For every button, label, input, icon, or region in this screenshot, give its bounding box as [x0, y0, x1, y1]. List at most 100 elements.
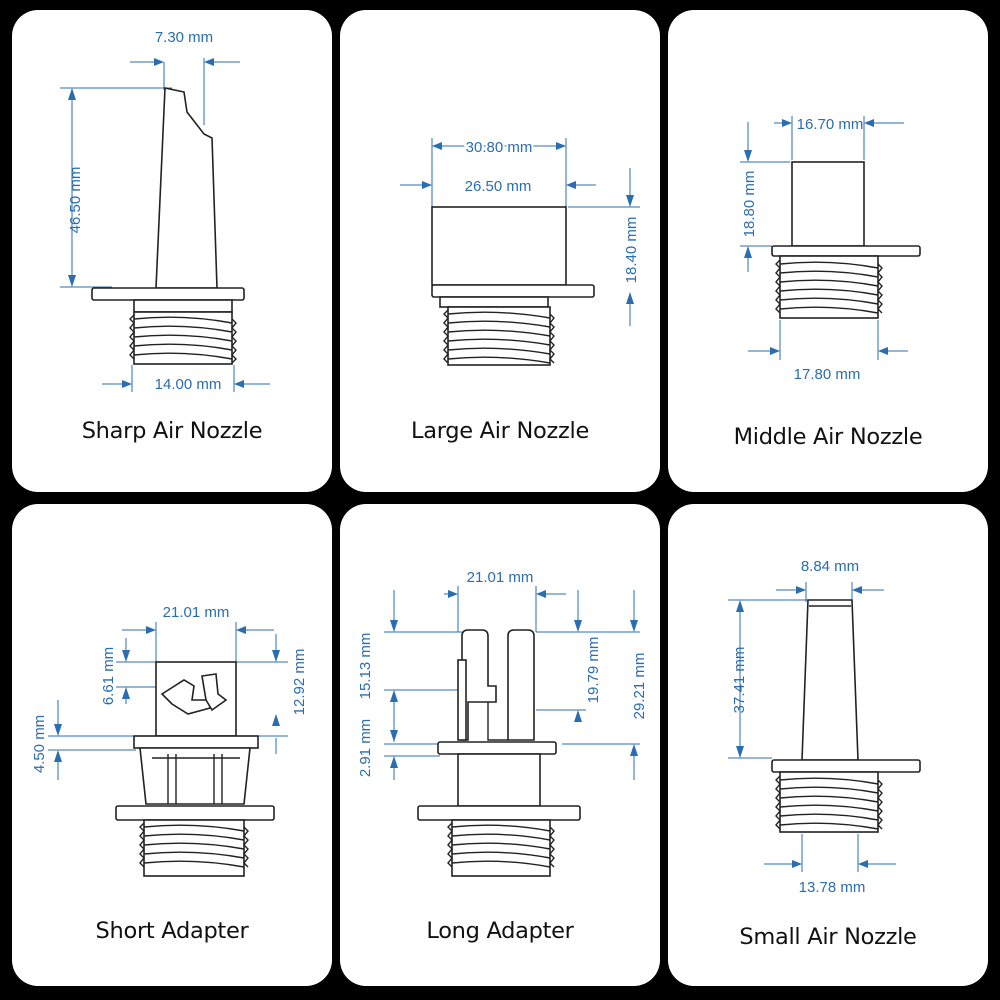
- dim-arrow: [272, 714, 280, 726]
- dim-arrow: [736, 746, 744, 758]
- dim-arrow: [448, 590, 458, 598]
- dim-arrow: [154, 58, 164, 66]
- dim-width-label: 21.01 mm: [163, 604, 230, 621]
- nozzle-flange: [771, 245, 921, 257]
- thread-body: [443, 306, 555, 366]
- adapter-prongs: [457, 629, 535, 741]
- dim-arrow: [122, 687, 130, 699]
- dim-arrow: [390, 756, 398, 768]
- small-nozzle-tip: [801, 599, 859, 761]
- dim-arrow: [54, 750, 62, 762]
- dim-outer-label: 30.80 mm: [466, 139, 533, 156]
- card-small-air-nozzle: 8.84 mm 37.41 mm 13.78 mm: [668, 504, 988, 986]
- large-nozzle-cup: [431, 206, 567, 286]
- card-title: Sharp Air Nozzle: [81, 418, 263, 444]
- dim-arrow: [68, 88, 76, 100]
- dim-arrow: [782, 119, 792, 127]
- card-sharp-air-nozzle: 7.30 mm 46.50 mm 14.00 mm: [12, 10, 332, 492]
- nozzle-flange: [91, 287, 245, 301]
- sharp-nozzle-tip: [155, 87, 218, 289]
- dim-arrow: [390, 730, 398, 742]
- card-title: Large Air Nozzle: [410, 418, 589, 444]
- dim-width-label: 21.01 mm: [467, 569, 534, 586]
- dim-top-label: 16.70 mm: [797, 116, 864, 133]
- sharp-nozzle-drawing: 7.30 mm 46.50 mm 14.00 mm: [60, 29, 270, 393]
- adapter-ring: [133, 735, 259, 749]
- dim-arrow: [566, 181, 576, 189]
- short-adapter-drawing: 21.01 mm 6.61 mm 12.92 mm 4.50 mm: [31, 604, 308, 877]
- thread-body: [775, 771, 883, 833]
- dim-arrow: [630, 744, 638, 756]
- thread-body: [775, 255, 883, 319]
- middle-nozzle-body: [791, 161, 865, 247]
- nozzle-flange: [431, 284, 595, 298]
- dim-arrow: [204, 58, 214, 66]
- nozzle-collar: [133, 299, 233, 313]
- card-long-adapter: 21.01 mm 15.13 mm 2.91 mm 19.79 mm: [340, 504, 660, 986]
- dim-arrow: [536, 590, 546, 598]
- card-title: Short Adapter: [95, 918, 249, 944]
- dim-arrow: [234, 380, 244, 388]
- dim-slot-label: 15.13 mm: [357, 633, 374, 700]
- dim-height-label: 12.92 mm: [291, 649, 308, 716]
- dim-arrow: [390, 690, 398, 702]
- card-large-air-nozzle: 30.80 mm 26.50 mm 18.40 mm Large: [340, 10, 660, 492]
- dim-arrow: [864, 119, 874, 127]
- dim-arrow: [422, 181, 432, 189]
- dim-mid-label: 19.79 mm: [585, 637, 602, 704]
- card-title: Long Adapter: [426, 918, 574, 944]
- card-middle-air-nozzle: 16.70 mm 18.80 mm 17.80 mm: [668, 10, 988, 492]
- dim-bottom-label: 13.78 mm: [799, 879, 866, 896]
- dim-arrow: [146, 626, 156, 634]
- card-title: Small Air Nozzle: [739, 924, 917, 950]
- dim-arrow: [736, 600, 744, 612]
- dim-bottom-label: 14.00 mm: [155, 376, 222, 393]
- nozzle-flange: [771, 759, 921, 773]
- dim-arrow: [272, 650, 280, 662]
- adapter-flange: [115, 805, 275, 821]
- dim-arrow: [858, 860, 868, 868]
- large-nozzle-drawing: 30.80 mm 26.50 mm 18.40 mm: [400, 137, 640, 366]
- adapter-ring: [437, 741, 557, 755]
- dim-slot-label: 6.61 mm: [100, 647, 117, 705]
- dim-arrow: [68, 275, 76, 287]
- long-adapter-drawing: 21.01 mm 15.13 mm 2.91 mm 19.79 mm: [357, 569, 648, 877]
- dim-arrow: [574, 710, 582, 722]
- dim-height-label: 37.41 mm: [731, 647, 748, 714]
- dim-height-label: 18.40 mm: [623, 217, 640, 284]
- adapter-cage: [139, 747, 251, 805]
- dim-arrow: [852, 586, 862, 594]
- dim-top-label: 8.84 mm: [801, 558, 859, 575]
- dim-arrow: [54, 724, 62, 736]
- dim-arrow: [236, 626, 246, 634]
- thread-body: [139, 819, 249, 877]
- adapter-flange: [417, 805, 581, 821]
- small-nozzle-drawing: 8.84 mm 37.41 mm 13.78 mm: [728, 558, 921, 896]
- dim-arrow: [574, 620, 582, 632]
- dim-arrow: [796, 586, 806, 594]
- card-short-adapter: 21.01 mm 6.61 mm 12.92 mm 4.50 mm: [12, 504, 332, 986]
- dim-bottom-label: 17.80 mm: [794, 366, 861, 383]
- card-title: Middle Air Nozzle: [733, 424, 923, 450]
- dim-inner-label: 26.50 mm: [465, 178, 532, 195]
- dim-arrow: [878, 347, 888, 355]
- dim-arrow: [432, 142, 442, 150]
- dim-base-label: 2.91 mm: [357, 719, 374, 777]
- thread-body: [129, 311, 237, 365]
- dim-arrow: [744, 246, 752, 258]
- dim-arrow: [626, 292, 634, 304]
- middle-nozzle-drawing: 16.70 mm 18.80 mm 17.80 mm: [740, 116, 921, 383]
- dim-total-label: 29.21 mm: [631, 653, 648, 720]
- dim-height-label: 46.50 mm: [67, 167, 84, 234]
- dim-arrow: [390, 620, 398, 632]
- dim-arrow: [630, 620, 638, 632]
- dim-arrow: [626, 195, 634, 207]
- dim-arrow: [792, 860, 802, 868]
- dim-height-label: 18.80 mm: [741, 171, 758, 238]
- dim-arrow: [744, 150, 752, 162]
- dim-arrow: [122, 380, 132, 388]
- nozzle-collar: [439, 296, 549, 308]
- dim-arrow: [556, 142, 566, 150]
- adapter-head: [155, 661, 237, 737]
